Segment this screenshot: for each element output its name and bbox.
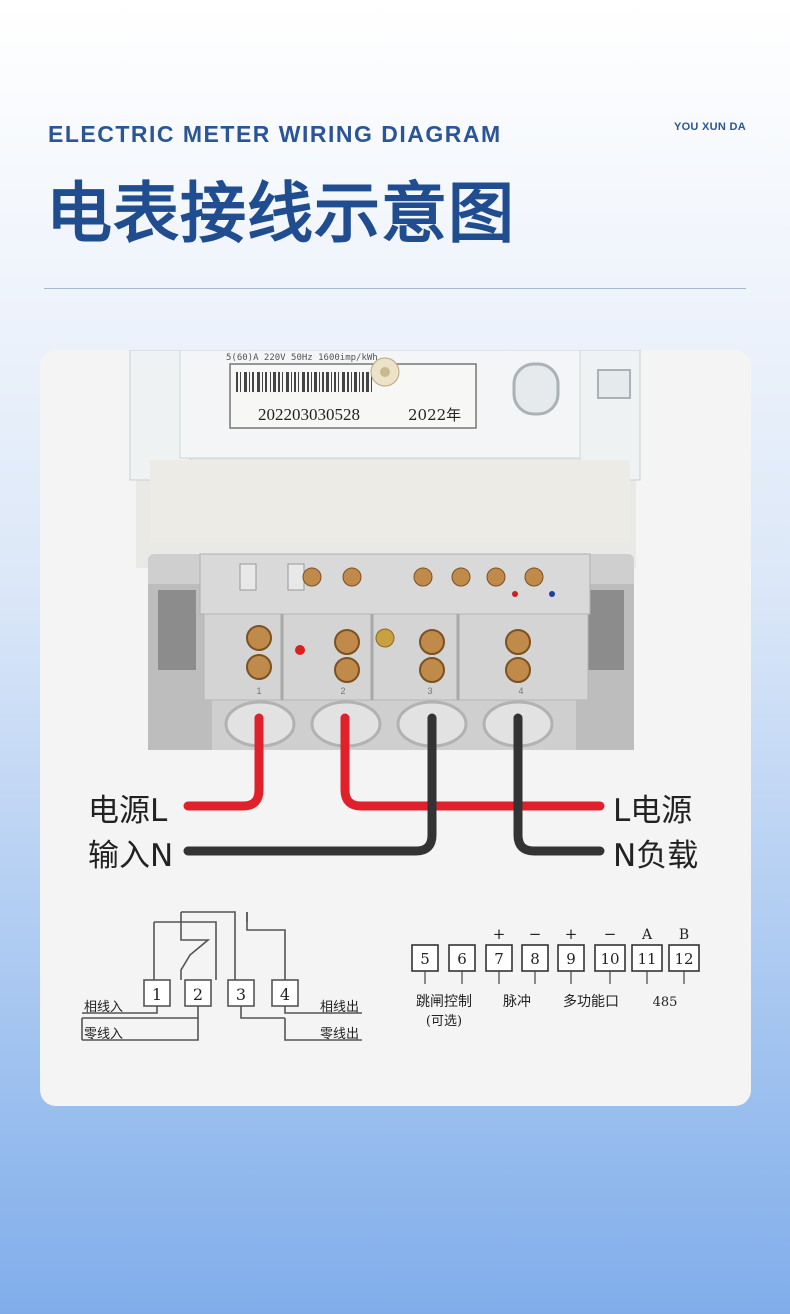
header-divider: [44, 288, 746, 289]
schematic-labels: 1 2 3 4 相线入 零线入 相线出 零线出: [84, 985, 359, 1042]
wiring-card: 5(60)A 220V 50Hz 1600imp/kWh 20220303052…: [40, 350, 751, 1106]
right-line-label: L电源: [613, 793, 693, 829]
photo-terminal-4: 4: [518, 686, 523, 696]
aux-terminal-10: 10: [600, 950, 619, 968]
schematic-terminal-2: 2: [193, 985, 203, 1004]
barcode: [236, 372, 372, 392]
terminal-block: 1 2 3 4: [148, 553, 634, 750]
schematic-terminal-4: 4: [280, 985, 290, 1004]
trip-control-label: 跳闸控制: [416, 994, 472, 1010]
aux-terminal-8: 8: [530, 950, 540, 968]
wiring-schematic: [81, 911, 362, 1041]
aux-leads: [424, 971, 685, 984]
trip-optional-label: (可选): [426, 1014, 462, 1029]
pulse-plus-sign: +: [493, 925, 506, 943]
rating-text: 5(60)A 220V 50Hz 1600imp/kWh: [226, 353, 378, 363]
aux-terminal-5: 5: [420, 950, 430, 968]
serial-number: 202203030528: [258, 405, 360, 424]
schematic-terminal-3: 3: [236, 985, 246, 1004]
brand-name: YOU XUN DA: [673, 121, 746, 133]
rs485-label: 485: [653, 995, 678, 1010]
page-title: 电表接线示意图: [46, 175, 515, 252]
aux-terminal-7: 7: [494, 950, 504, 968]
aux-terminal-9: 9: [566, 950, 576, 968]
right-neutral-label: N负载: [613, 838, 699, 874]
line-in-label: 相线入: [84, 1000, 123, 1015]
rs485-b-sign: B: [679, 927, 689, 943]
wire-line-output: [340, 713, 605, 811]
schematic-terminal-1: 1: [152, 985, 162, 1004]
main-screws: [246, 625, 531, 683]
photo-terminal-3: 3: [427, 686, 432, 696]
aux-labels: 5 6 7 8 9 10 11 12 + − + − A B 跳闸控制 (可选)…: [416, 925, 694, 1029]
neutral-in-label: 零线入: [84, 1027, 123, 1042]
pulse-minus-sign: −: [529, 925, 542, 943]
header-subtitle: ELECTRIC METER WIRING DIAGRAM: [48, 121, 502, 147]
wire-neutral-output: [513, 713, 605, 856]
wire-line-input: [183, 713, 264, 811]
wires: [183, 713, 605, 856]
pulse-label: 脉冲: [503, 994, 531, 1010]
photo-terminal-2: 2: [340, 686, 345, 696]
manufacture-year: 2022年: [408, 406, 461, 424]
left-line-label: 电源L: [88, 793, 168, 829]
left-neutral-label: 输入N: [88, 838, 174, 874]
wire-neutral-input: [183, 713, 437, 856]
multi-minus-sign: −: [604, 925, 617, 943]
line-out-label: 相线出: [320, 1000, 359, 1015]
neutral-out-label: 零线出: [320, 1027, 359, 1042]
meter-body: 5(60)A 220V 50Hz 1600imp/kWh 20220303052…: [129, 350, 641, 568]
wiring-illustration: 5(60)A 220V 50Hz 1600imp/kWh 20220303052…: [81, 350, 700, 1042]
aux-terminal-11: 11: [637, 950, 656, 968]
aux-terminal-6: 6: [457, 950, 467, 968]
multi-plus-sign: +: [565, 925, 578, 943]
photo-terminal-1: 1: [256, 686, 261, 696]
aux-screw-row: [239, 563, 555, 597]
rs485-a-sign: A: [641, 927, 653, 943]
aux-terminal-12: 12: [674, 950, 693, 968]
multi-function-label: 多功能口: [563, 993, 619, 1010]
